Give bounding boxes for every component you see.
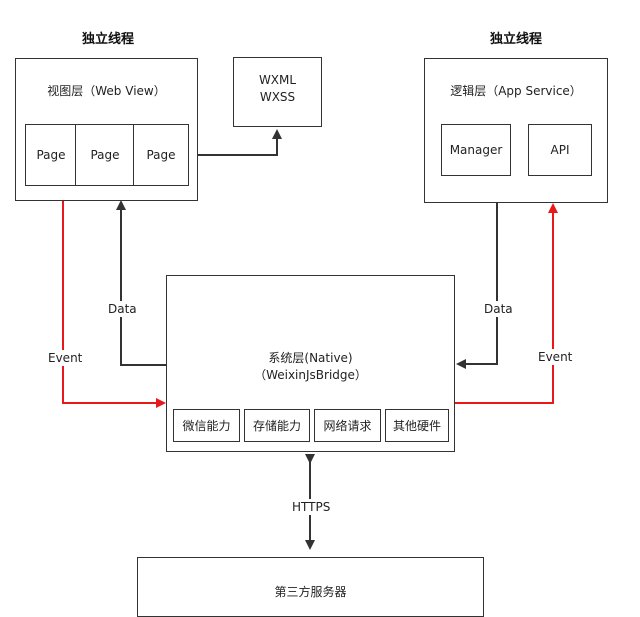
native-to-logic-event-arrow — [455, 203, 558, 404]
native-layer-title: 系统层(Native) — [268, 351, 353, 365]
manager-box: Manager — [441, 124, 511, 176]
page-to-wxml-arrow — [189, 129, 282, 156]
third-party-server-title: 第三方服务器 — [274, 585, 347, 599]
api-box: API — [528, 124, 592, 176]
native-layer-subtitle: （WeixinJsBridge） — [254, 368, 367, 382]
view-layer-title: 视图层（Web View） — [47, 84, 166, 98]
logic-to-native-data-arrow — [456, 203, 498, 369]
event-label-right: Event — [536, 349, 575, 365]
data-label-right: Data — [482, 301, 515, 317]
capability-storage: 存储能力 — [244, 409, 310, 442]
page-box-3: Page — [133, 124, 189, 186]
capability-hardware: 其他硬件 — [385, 409, 449, 442]
https-label: HTTPS — [290, 499, 333, 515]
logic-layer-title: 逻辑层（App Service） — [450, 84, 582, 98]
view-to-native-event-arrow — [62, 201, 166, 408]
event-label-left: Event — [46, 350, 85, 366]
page-box-1: Page — [25, 124, 77, 186]
right-thread-header: 独立线程 — [490, 32, 543, 47]
wxss-label: WXSS — [259, 90, 296, 104]
wxml-label: WXML — [258, 73, 297, 87]
native-to-view-data-arrow — [116, 200, 166, 366]
capability-network: 网络请求 — [314, 409, 381, 442]
data-label-left: Data — [106, 301, 139, 317]
capability-wechat: 微信能力 — [173, 409, 240, 442]
page-box-2: Page — [75, 124, 135, 186]
wxml-wxss-box — [233, 57, 322, 127]
left-thread-header: 独立线程 — [82, 32, 135, 47]
